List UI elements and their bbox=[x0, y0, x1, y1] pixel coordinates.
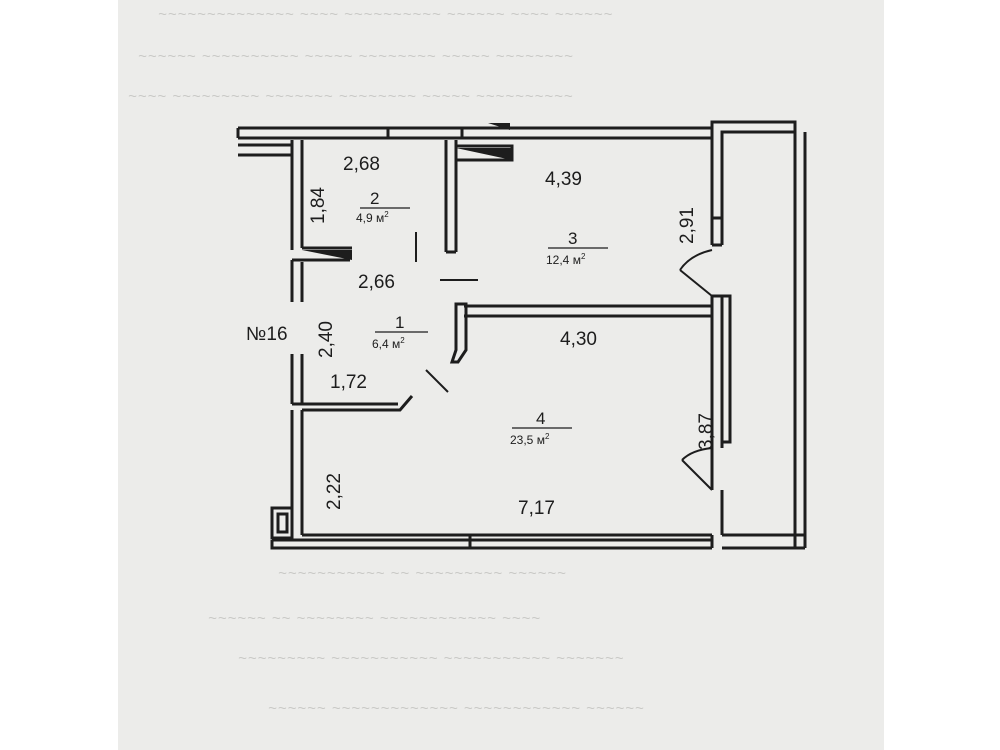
room-area: 12,4 м2 bbox=[546, 252, 586, 267]
room-2-wall-bottom bbox=[292, 246, 352, 262]
top-outer-wall bbox=[238, 126, 712, 140]
vent-fill-top bbox=[488, 123, 510, 130]
room-area: 23,5 м2 bbox=[510, 432, 550, 447]
door-room-3 bbox=[679, 269, 713, 297]
room-number: 4 bbox=[536, 409, 545, 428]
room-area-value: 4,9 bbox=[356, 211, 373, 225]
room-number: 1 bbox=[395, 313, 404, 332]
dimension-label: 3,87 bbox=[696, 413, 717, 450]
room-area-value: 12,4 bbox=[546, 253, 570, 267]
dimension-label: 2,68 bbox=[343, 154, 380, 175]
room-4-label: 4 23,5 м2 bbox=[510, 409, 572, 447]
room-area-value: 23,5 bbox=[510, 433, 534, 447]
room-area-sup: 2 bbox=[400, 336, 405, 345]
faint-background-text: ~~~~~~ ~~~~~~~~~~ ~~~~~ ~~~~~~~~ ~~~~~ ~… bbox=[138, 48, 574, 65]
door-room-1-room-4 bbox=[425, 369, 449, 393]
shaft-fill-left bbox=[302, 250, 352, 260]
room-area: 6,4 м2 bbox=[372, 336, 405, 351]
dimension-label: 1,72 bbox=[330, 372, 367, 393]
door-room-4 bbox=[681, 459, 713, 491]
room-area-sup: 2 bbox=[581, 252, 586, 261]
room-number: 3 bbox=[568, 229, 577, 248]
apartment-label: №16 bbox=[246, 324, 288, 345]
room-2-wall-right bbox=[444, 140, 458, 254]
corridor-wall-left bbox=[290, 354, 304, 404]
dimension-label: 2,66 bbox=[358, 272, 395, 293]
room-area: 4,9 м2 bbox=[356, 210, 389, 225]
room-1-label: 1 6,4 м2 bbox=[372, 313, 428, 351]
room-area-sup: 2 bbox=[545, 432, 550, 441]
walls bbox=[236, 120, 807, 550]
faint-background-text: ~~~~~~~~~~~ ~~ ~~~~~~~~~ ~~~~~~ bbox=[278, 565, 567, 582]
dimension-label: 2,40 bbox=[316, 321, 337, 358]
room-area-unit: м bbox=[392, 337, 400, 351]
faint-background-text: ~~~~~~ ~~~~~~~~~~~~~ ~~~~~~~~~~~~ ~~~~~~ bbox=[268, 700, 645, 717]
bottom-outer-wall bbox=[272, 533, 712, 542]
dimension-label: 2,22 bbox=[324, 473, 345, 510]
dimension-label: 4,39 bbox=[545, 169, 582, 190]
faint-background-text: ~~~~~~~~~~~~~~ ~~~~ ~~~~~~~~~~ ~~~~~~ ~~… bbox=[158, 6, 614, 23]
room-number: 2 bbox=[370, 189, 379, 208]
divider-wall-3-4 bbox=[464, 304, 712, 318]
room-area-unit: м bbox=[537, 433, 545, 447]
room-area-unit: м bbox=[376, 211, 384, 225]
room-3-label: 3 12,4 м2 bbox=[546, 229, 608, 267]
room-2-wall-left bbox=[290, 140, 304, 250]
room-2-label: 2 4,9 м2 bbox=[356, 189, 410, 225]
faint-background-text: ~~~~~~~~~ ~~~~~~~~~~~ ~~~~~~~~~~~ ~~~~~~… bbox=[238, 650, 625, 667]
room-area-unit: м bbox=[573, 253, 581, 267]
dimension-label: 1,84 bbox=[308, 187, 329, 224]
faint-background-text: ~~~~ ~~~~~~~~~ ~~~~~~~ ~~~~~~~~ ~~~~~ ~~… bbox=[128, 88, 574, 105]
right-wall bbox=[710, 138, 724, 218]
room-area-value: 6,4 bbox=[372, 337, 389, 351]
left-stub-wall bbox=[238, 143, 292, 157]
dimension-label: 2,91 bbox=[677, 207, 698, 244]
shaft-fills bbox=[302, 123, 512, 260]
dimension-label: 7,17 bbox=[518, 498, 555, 519]
door-swings bbox=[415, 232, 713, 491]
faint-background-text: ~~~~~~ ~~ ~~~~~~~~ ~~~~~~~~~~~~ ~~~~ bbox=[208, 610, 541, 627]
dimension-label: 4,30 bbox=[560, 329, 597, 350]
far-right-outer-wall bbox=[793, 122, 807, 548]
shaft-fill-top bbox=[456, 148, 512, 160]
room-area-sup: 2 bbox=[384, 210, 389, 219]
